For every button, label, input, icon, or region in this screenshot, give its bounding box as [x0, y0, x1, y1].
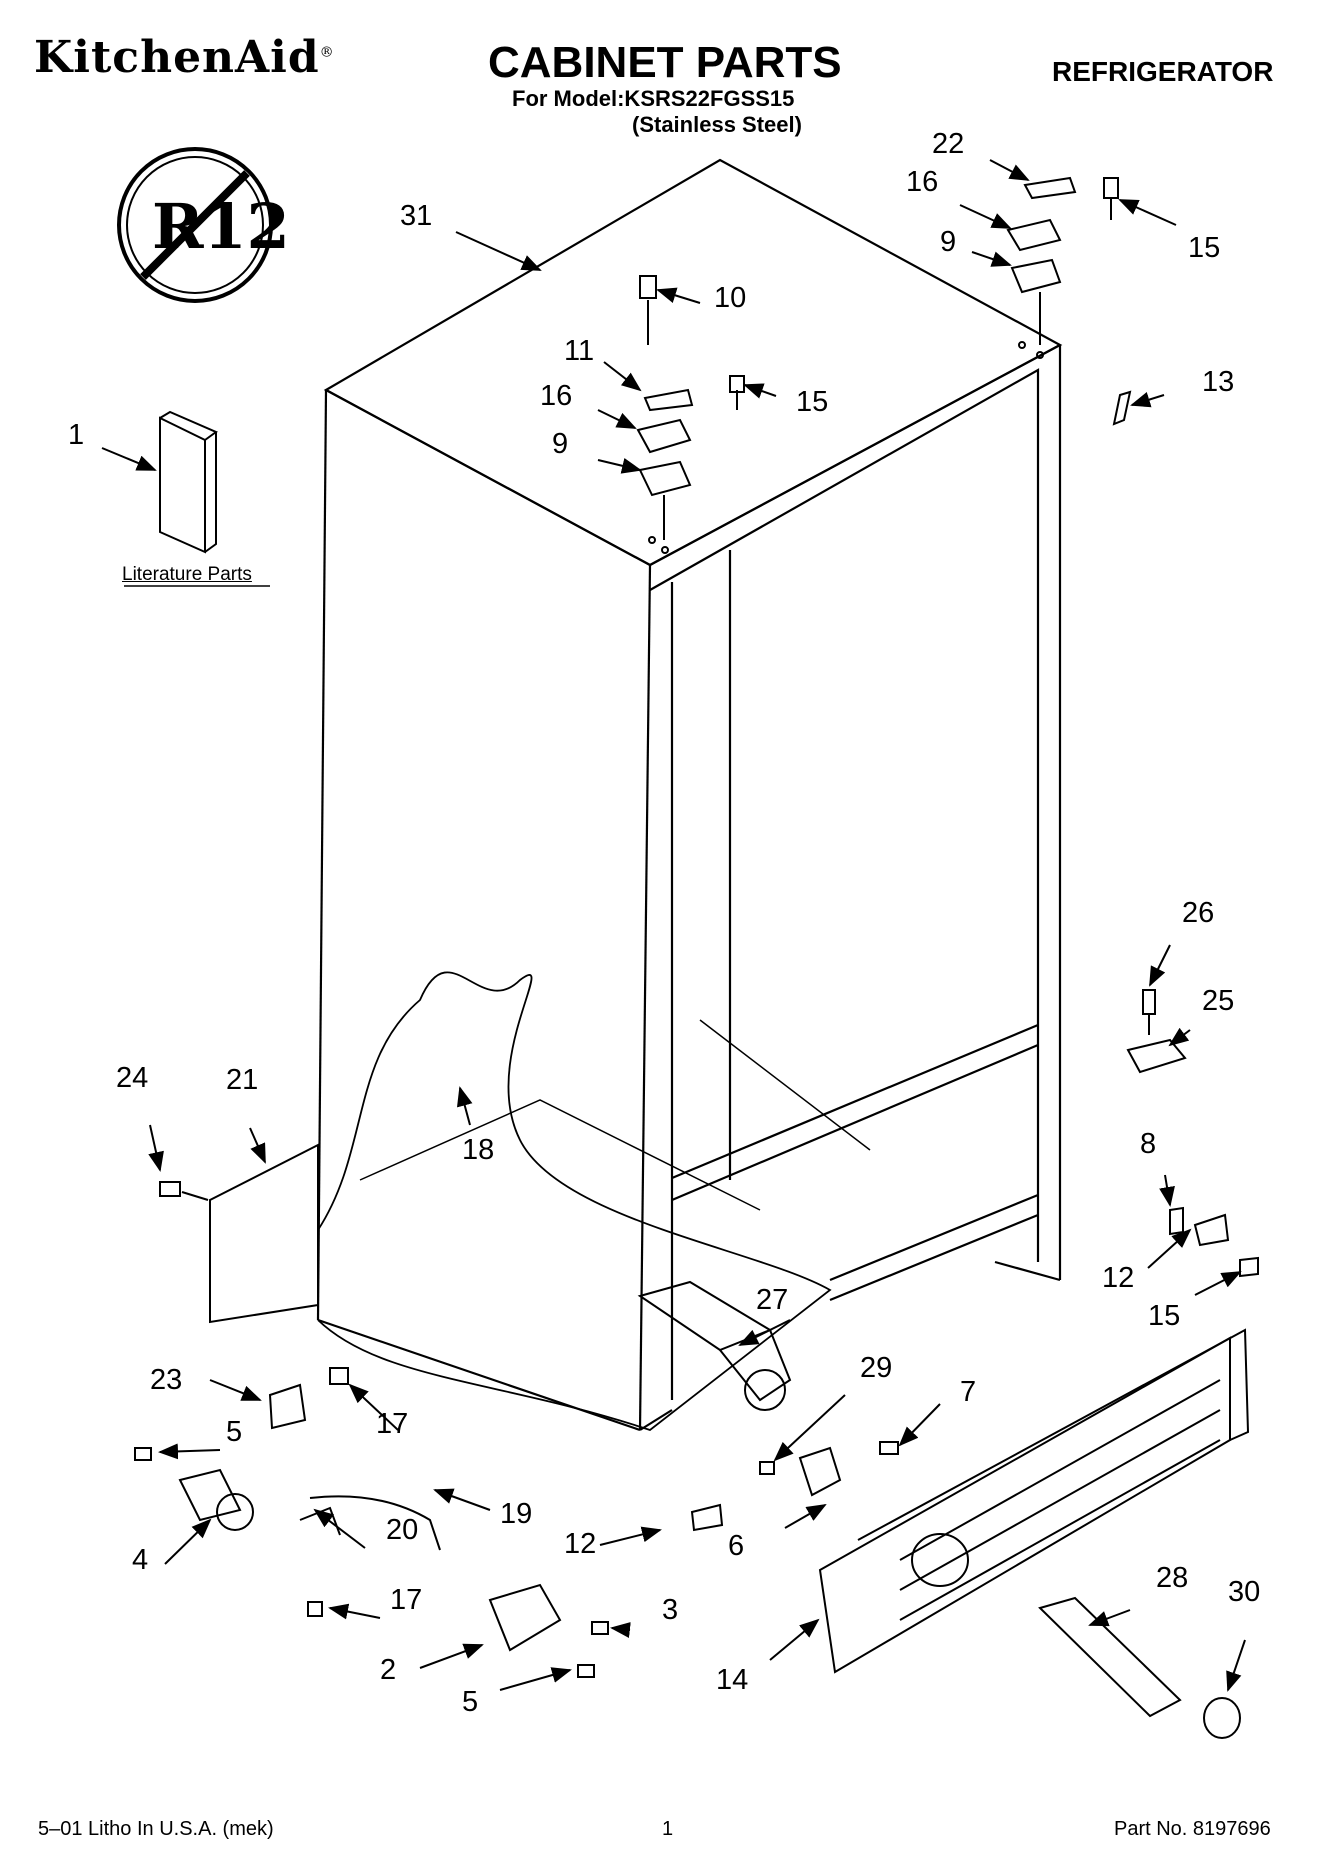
callout-9: 9 [552, 428, 569, 460]
no-r12-badge [117, 147, 273, 303]
appliance-type: REFRIGERATOR [1052, 56, 1274, 87]
part-number: Part No. 8197696 [1114, 1818, 1271, 1840]
literature-label: Literature Parts [122, 564, 252, 585]
callout-26: 26 [1182, 897, 1215, 929]
water-filter [1038, 1596, 1241, 1739]
callout-15: 15 [1148, 1300, 1181, 1332]
callout-4: 4 [132, 1544, 149, 1576]
brand-name: KitchenAid [34, 32, 320, 83]
callout-17: 17 [376, 1408, 409, 1440]
callout-9: 9 [940, 226, 957, 258]
callout-13: 13 [1202, 366, 1235, 398]
callout-5: 5 [226, 1416, 243, 1448]
callout-29: 29 [860, 1352, 893, 1384]
badge-text: R12 [152, 190, 290, 263]
callout-18: 18 [462, 1134, 495, 1166]
page-number: 1 [662, 1818, 674, 1840]
callout-21: 21 [226, 1064, 259, 1096]
brand-logo: KitchenAid® [34, 32, 335, 83]
callout-5: 5 [462, 1686, 479, 1718]
registered-mark: ® [319, 44, 335, 61]
callout-14: 14 [716, 1664, 749, 1696]
right-side-brackets [1126, 989, 1259, 1278]
callout-30: 30 [1228, 1576, 1261, 1608]
finish-label: (Stainless Steel) [632, 112, 802, 137]
front-grille [818, 1328, 1250, 1674]
callout-15: 15 [1188, 232, 1221, 264]
callout-12: 12 [1102, 1262, 1135, 1294]
callout-22: 22 [932, 128, 965, 160]
model-number: For Model:KSRS22FGSS15 [512, 86, 795, 111]
callout-25: 25 [1202, 985, 1235, 1017]
cabinet-body [316, 158, 1063, 1432]
callout-20: 20 [386, 1514, 419, 1546]
callout-12: 12 [564, 1528, 597, 1560]
upper-hinge-right [1006, 176, 1132, 426]
callout-24: 24 [116, 1062, 149, 1094]
callout-1: 1 [68, 419, 85, 451]
lower-parts [134, 1367, 899, 1678]
callout-16: 16 [540, 380, 573, 412]
callout-15: 15 [796, 386, 829, 418]
upper-hinge-center [636, 275, 745, 554]
callout-11: 11 [564, 335, 595, 367]
callout-27: 27 [756, 1284, 789, 1316]
callout-23: 23 [150, 1364, 183, 1396]
literature-book [124, 410, 270, 587]
callout-6: 6 [728, 1530, 745, 1562]
callout-2: 2 [380, 1654, 397, 1686]
callout-19: 19 [500, 1498, 533, 1530]
callout-7: 7 [960, 1376, 977, 1408]
callout-28: 28 [1156, 1562, 1189, 1594]
litho-note: 5–01 Litho In U.S.A. (mek) [38, 1818, 274, 1840]
callout-3: 3 [662, 1594, 679, 1626]
callout-16: 16 [906, 166, 939, 198]
callout-17: 17 [390, 1584, 423, 1616]
page-title: CABINET PARTS [488, 38, 842, 87]
rear-panel [159, 1143, 319, 1324]
callout-10: 10 [714, 282, 747, 314]
leader-arrows [101, 159, 1246, 1692]
callout-8: 8 [1140, 1128, 1157, 1160]
callout-31: 31 [400, 200, 433, 232]
